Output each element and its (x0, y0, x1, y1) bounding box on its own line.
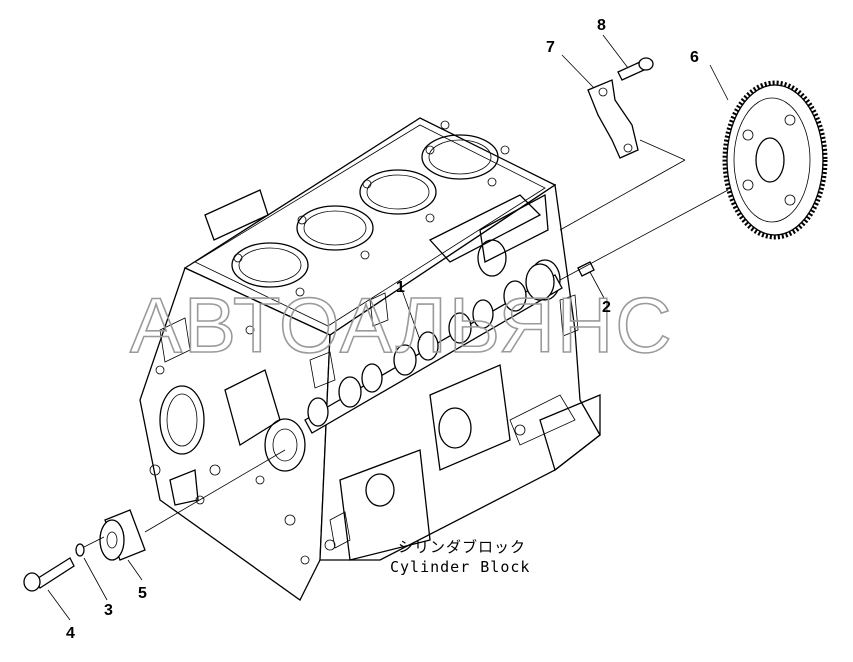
cylinder-bore-2 (296, 205, 374, 251)
callout-3: 3 (104, 602, 113, 619)
callout-8: 8 (597, 17, 606, 34)
caption-japanese: シリンダブロック (398, 538, 526, 556)
assembly-lines (47, 34, 729, 621)
cylinder-bore-3 (359, 169, 437, 215)
cylinder-bore-1 (231, 242, 309, 288)
callout-6: 6 (690, 49, 699, 66)
washer-3 (75, 543, 85, 557)
callout-7: 7 (546, 39, 555, 56)
bolt-8 (617, 57, 654, 81)
callout-5: 5 (138, 585, 147, 602)
callout-1: 1 (396, 279, 405, 296)
watermark-text: АВТОАЛЬЯНС (130, 281, 674, 369)
cam-gear (722, 80, 828, 240)
camshaft (304, 263, 563, 434)
callout-4: 4 (66, 625, 75, 642)
thrust-plate (587, 79, 639, 159)
bolt-4 (23, 557, 75, 592)
callout-2: 2 (602, 299, 611, 316)
cylinder-bore-4 (421, 134, 499, 180)
caption-english: Cylinder Block (390, 558, 530, 576)
dowel-pin (577, 261, 595, 277)
gear-hub-5 (99, 509, 146, 561)
